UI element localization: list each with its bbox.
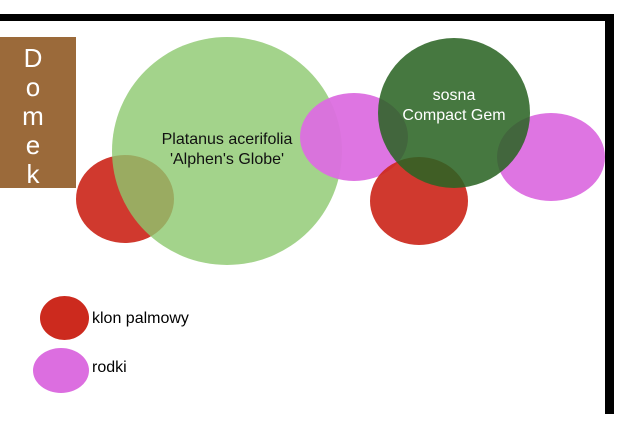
domek-letter: D xyxy=(23,43,43,73)
domek-house: D o m e k xyxy=(0,37,76,188)
sosna-label: sosna Compact Gem xyxy=(378,86,530,126)
sosna-label-line2: Compact Gem xyxy=(402,107,506,124)
platanus-label: Platanus acerifolia 'Alphen's Globe' xyxy=(112,130,342,170)
garden-border-right xyxy=(605,14,614,414)
legend-klon-label: klon palmowy xyxy=(92,310,189,327)
domek-letter: o xyxy=(25,72,41,102)
platanus-label-line1: Platanus acerifolia xyxy=(161,131,293,148)
domek-letter: k xyxy=(26,159,40,189)
legend-klon-swatch xyxy=(40,296,89,340)
garden-border-top xyxy=(0,14,614,21)
domek-letter: m xyxy=(22,101,44,131)
sosna-tree xyxy=(378,38,530,188)
legend-rodki-swatch xyxy=(33,348,89,393)
platanus-label-line2: 'Alphen's Globe' xyxy=(169,151,285,168)
domek-letter: e xyxy=(25,130,41,160)
legend-rodki-label: rodki xyxy=(92,359,127,376)
sosna-label-line1: sosna xyxy=(432,87,476,104)
